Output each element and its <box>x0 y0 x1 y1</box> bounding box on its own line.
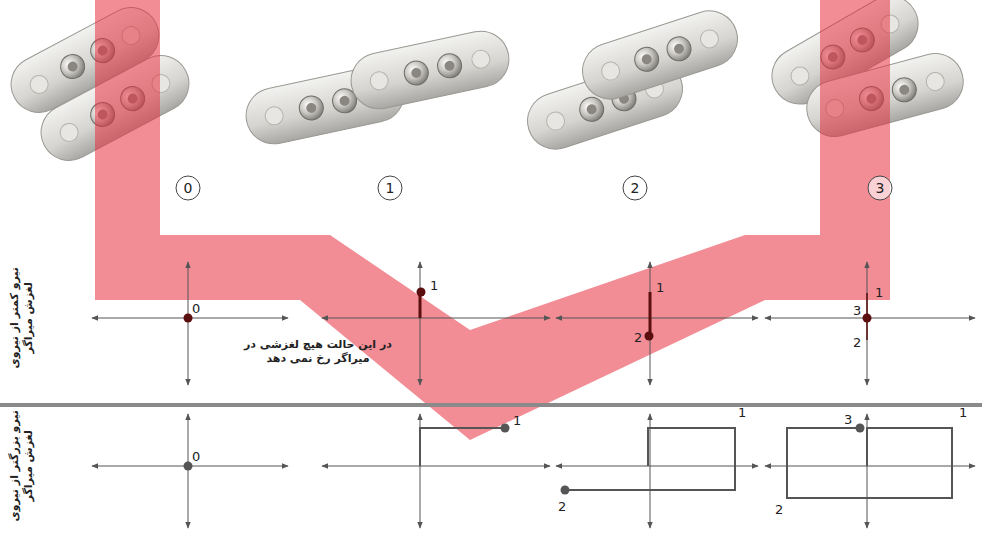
axis-point: 1 <box>738 405 746 421</box>
row-label: نیرو کمتر از نیروی لغزش میراگر <box>8 258 36 378</box>
axis-point: 0 <box>192 449 200 465</box>
axes <box>92 262 975 385</box>
axis-point: 2 <box>558 499 566 515</box>
axis-point: 2 <box>853 335 861 351</box>
axes <box>92 414 975 528</box>
axis-point: 1 <box>513 413 521 429</box>
damper-photo <box>241 26 514 149</box>
axis-point: 3 <box>844 412 852 428</box>
step-number: 3 <box>876 180 885 196</box>
axis-point: 1 <box>875 285 883 301</box>
step-circle: 3 <box>867 175 893 201</box>
force-path <box>420 428 952 498</box>
row-label: نیرو بزرگتر از نیروی لغزش میراگر <box>8 406 36 526</box>
note-text: در این حالت هیچ لغزشی در میراگر رخ نمی د… <box>231 338 406 366</box>
force-path <box>420 292 867 340</box>
step-number: 2 <box>631 180 640 196</box>
step-circle: 1 <box>377 175 403 201</box>
step-number: 0 <box>184 180 193 196</box>
row-separator <box>0 403 982 407</box>
axis-point: 1 <box>959 405 967 421</box>
axis-point: 1 <box>430 278 438 294</box>
axis-point: 1 <box>656 280 664 296</box>
axis-point: 2 <box>775 502 783 518</box>
axis-point: 3 <box>853 303 861 319</box>
step-number: 1 <box>386 180 395 196</box>
step-circle: 2 <box>622 175 648 201</box>
step-circle: 0 <box>175 175 201 201</box>
state-dot <box>184 288 872 341</box>
watermark-band <box>95 0 890 440</box>
axis-point: 2 <box>634 330 642 346</box>
damper-photo <box>520 4 744 157</box>
state-dot <box>184 424 865 495</box>
axis-point: 0 <box>192 301 200 317</box>
